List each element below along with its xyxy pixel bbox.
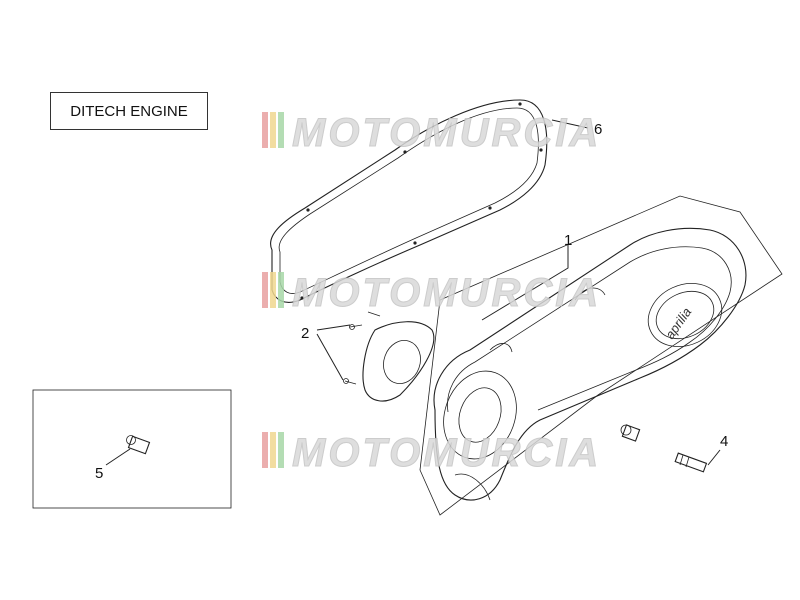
leader-6 xyxy=(551,119,589,129)
callout-5: 5 xyxy=(95,465,103,482)
engine-type-label: DITECH ENGINE xyxy=(50,92,208,130)
watermark-text-middle: MOTOMURCIA xyxy=(292,271,601,315)
assembly-frame-outline xyxy=(419,195,783,516)
stud-fitting xyxy=(620,424,641,442)
inset-box xyxy=(32,389,232,509)
leader-2b xyxy=(316,333,344,381)
watermark-top: MOTOMURCIA xyxy=(262,111,601,156)
part-5-fitting xyxy=(126,435,151,455)
watermark-text-top: MOTOMURCIA xyxy=(292,111,601,155)
leader-5 xyxy=(105,448,131,466)
callout-1: 1 xyxy=(564,232,572,249)
leader-2a xyxy=(316,324,351,331)
part-2-screws xyxy=(343,311,381,385)
callout-6: 6 xyxy=(594,121,602,138)
leader-1 xyxy=(481,245,569,321)
watermark-bottom: MOTOMURCIA xyxy=(262,431,601,476)
callout-2: 2 xyxy=(301,325,309,342)
watermark-middle: MOTOMURCIA xyxy=(262,271,601,316)
deflector-plate xyxy=(362,321,435,402)
aprilia-logo: aprilia xyxy=(662,305,694,342)
part-4-bolt xyxy=(674,452,708,473)
part-6-gasket xyxy=(270,99,548,303)
leader-4 xyxy=(707,449,721,466)
callout-4: 4 xyxy=(720,433,728,450)
watermark-text-bottom: MOTOMURCIA xyxy=(292,431,601,475)
